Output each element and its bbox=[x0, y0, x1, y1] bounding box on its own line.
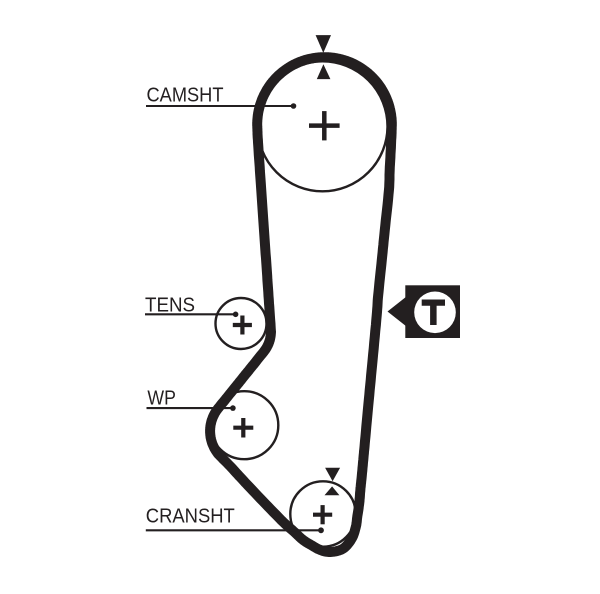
svg-text:TENS: TENS bbox=[145, 295, 195, 317]
svg-text:CAMSHT: CAMSHT bbox=[147, 84, 224, 106]
svg-text:WP: WP bbox=[147, 388, 176, 410]
svg-text:CRANSHT: CRANSHT bbox=[146, 506, 235, 528]
